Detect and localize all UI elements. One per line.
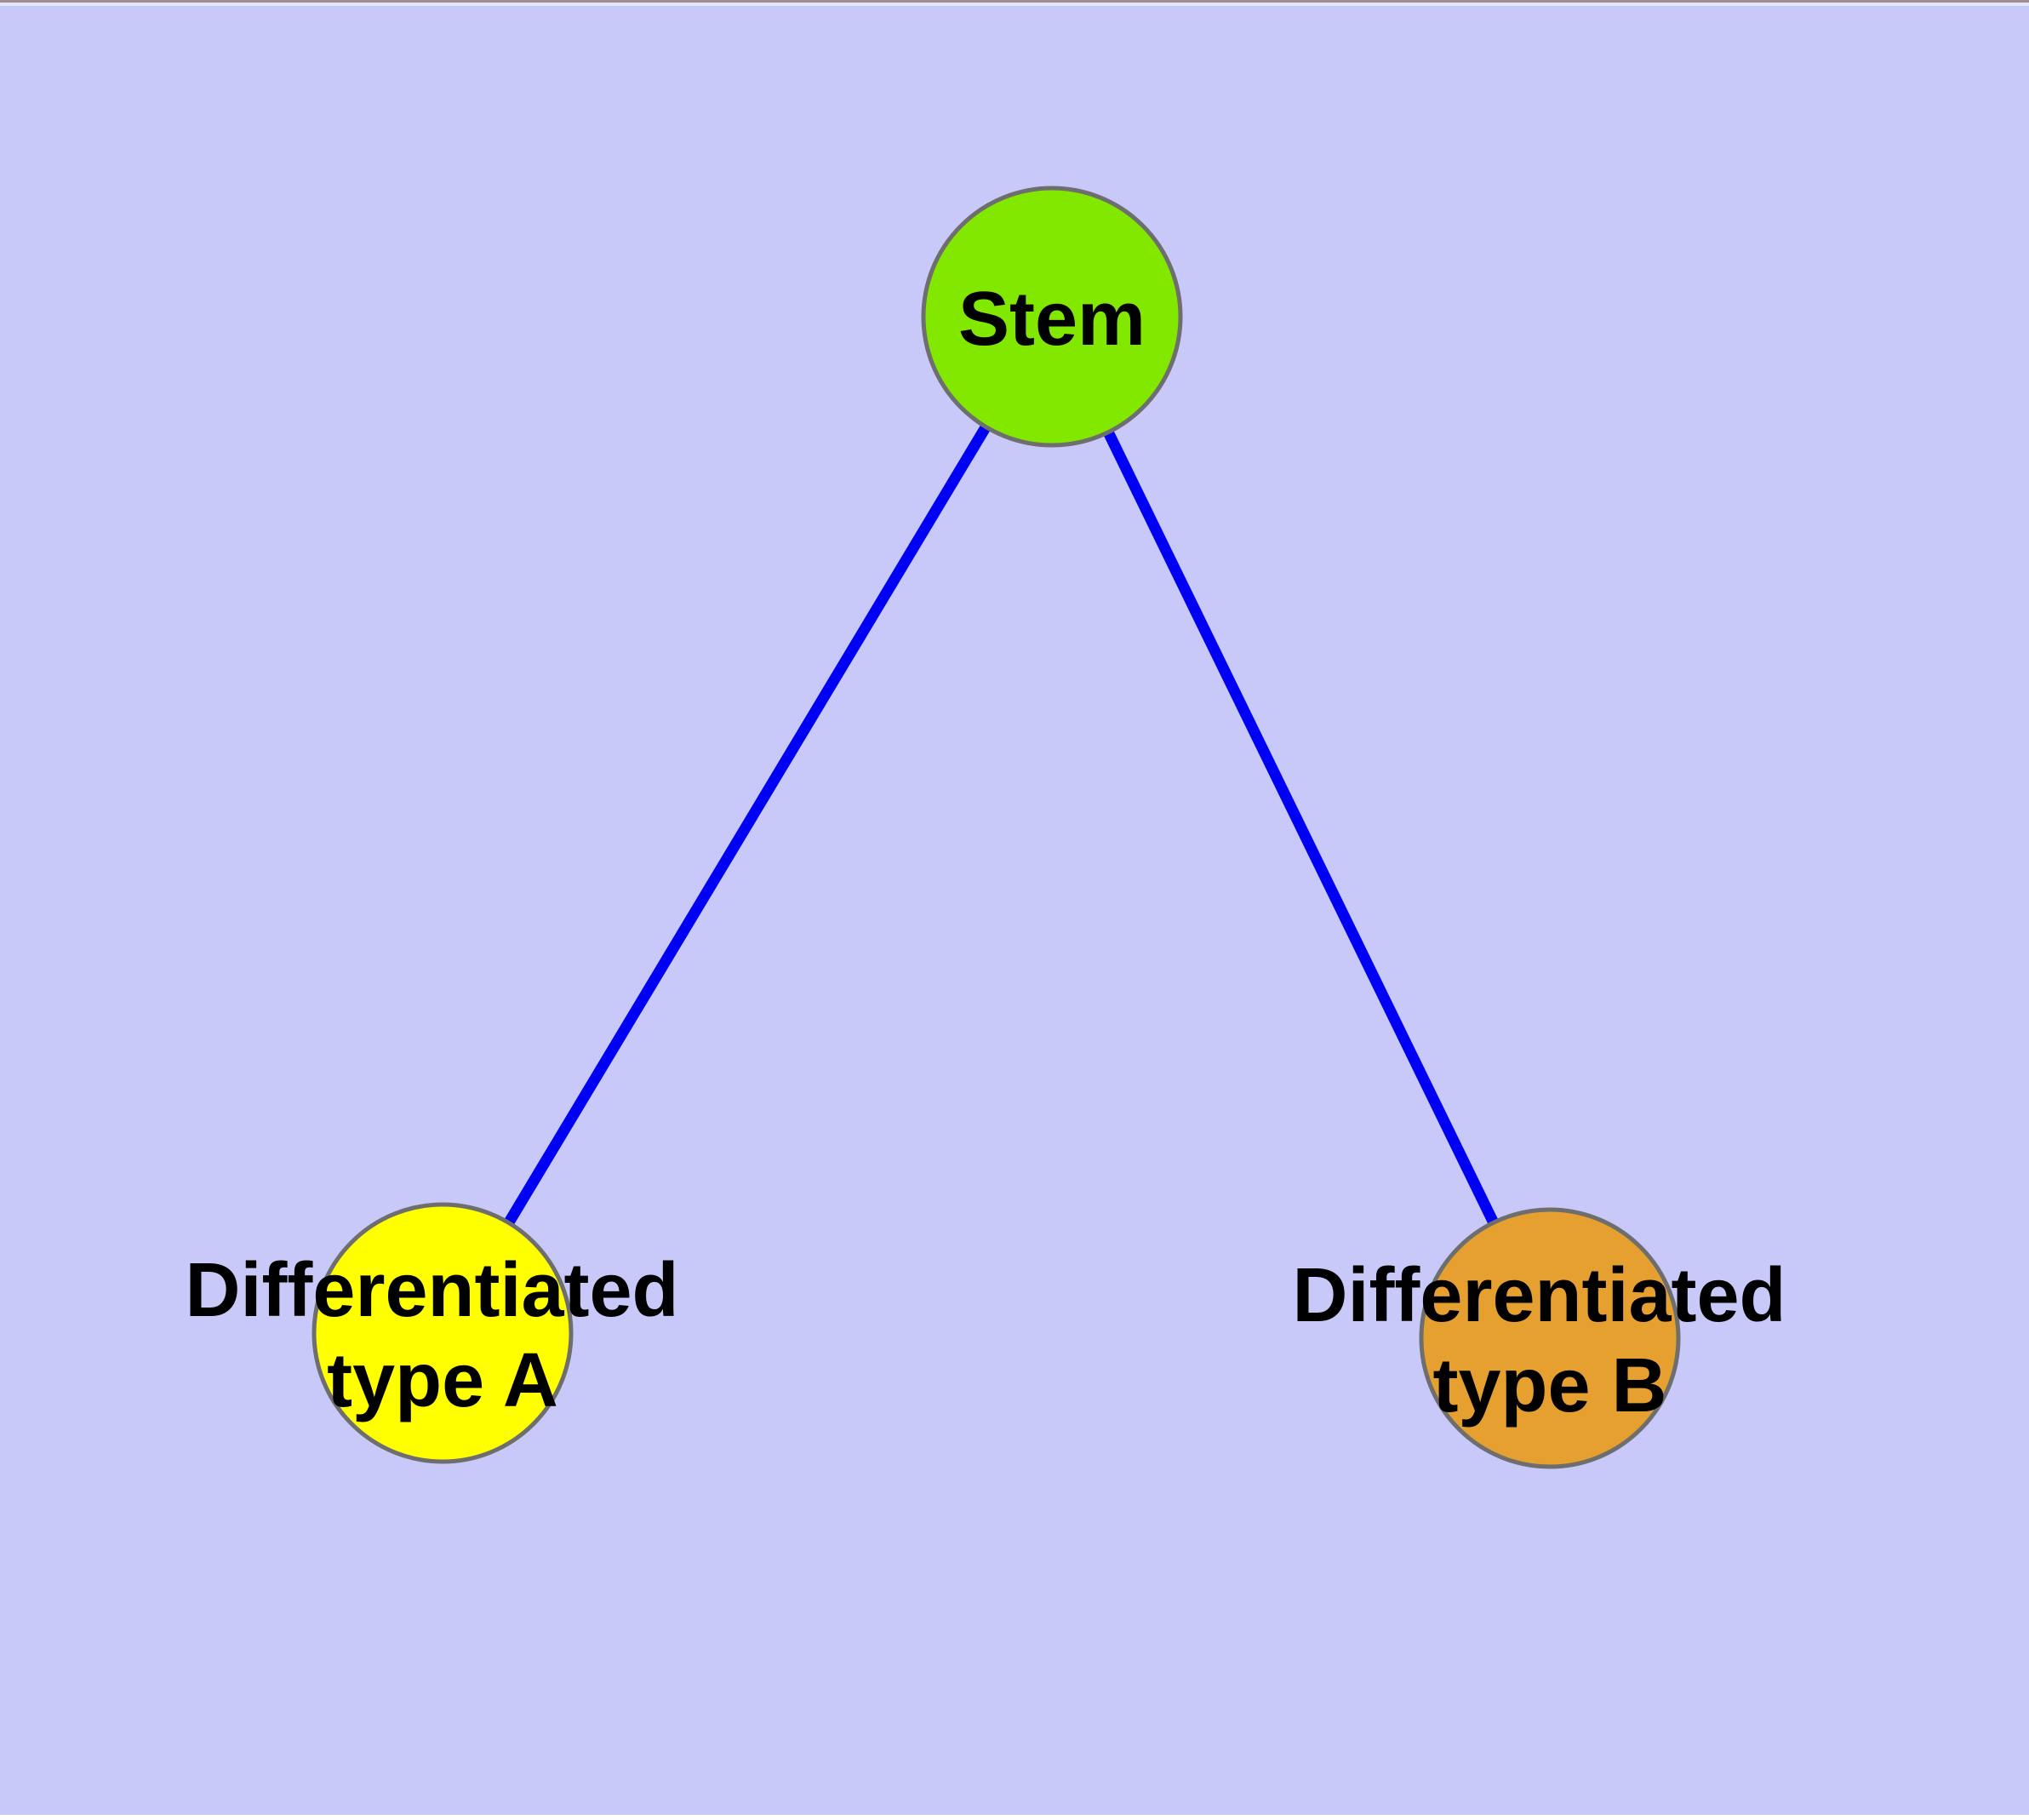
node-stem-circle bbox=[921, 186, 1183, 448]
edge-stem-to-type-a bbox=[437, 311, 1058, 1339]
screen-edge-artifact-top-light bbox=[0, 3, 2029, 6]
node-differentiated-a-circle bbox=[311, 1202, 574, 1464]
node-differentiated-b-label-line2: type B bbox=[1432, 1343, 1666, 1428]
screen-edge-artifact-top-dark bbox=[0, 0, 2029, 3]
node-differentiated-a-label-line1: Differentiated bbox=[185, 1248, 678, 1333]
node-differentiated-b-label: Differentiated type B bbox=[1292, 1253, 1807, 1428]
node-differentiated-a-label-line2: type A bbox=[327, 1338, 558, 1423]
node-differentiated-b-circle bbox=[1419, 1207, 1681, 1469]
node-stem-label-text: Stem bbox=[958, 277, 1146, 362]
screen-edge-artifact-bottom bbox=[0, 1815, 2029, 1820]
node-differentiated-a-label: Differentiated type A bbox=[185, 1248, 700, 1423]
node-stem-label: Stem bbox=[958, 277, 1146, 362]
node-differentiated-b-label-line1: Differentiated bbox=[1292, 1253, 1786, 1338]
edge-stem-to-type-b bbox=[1046, 311, 1556, 1344]
